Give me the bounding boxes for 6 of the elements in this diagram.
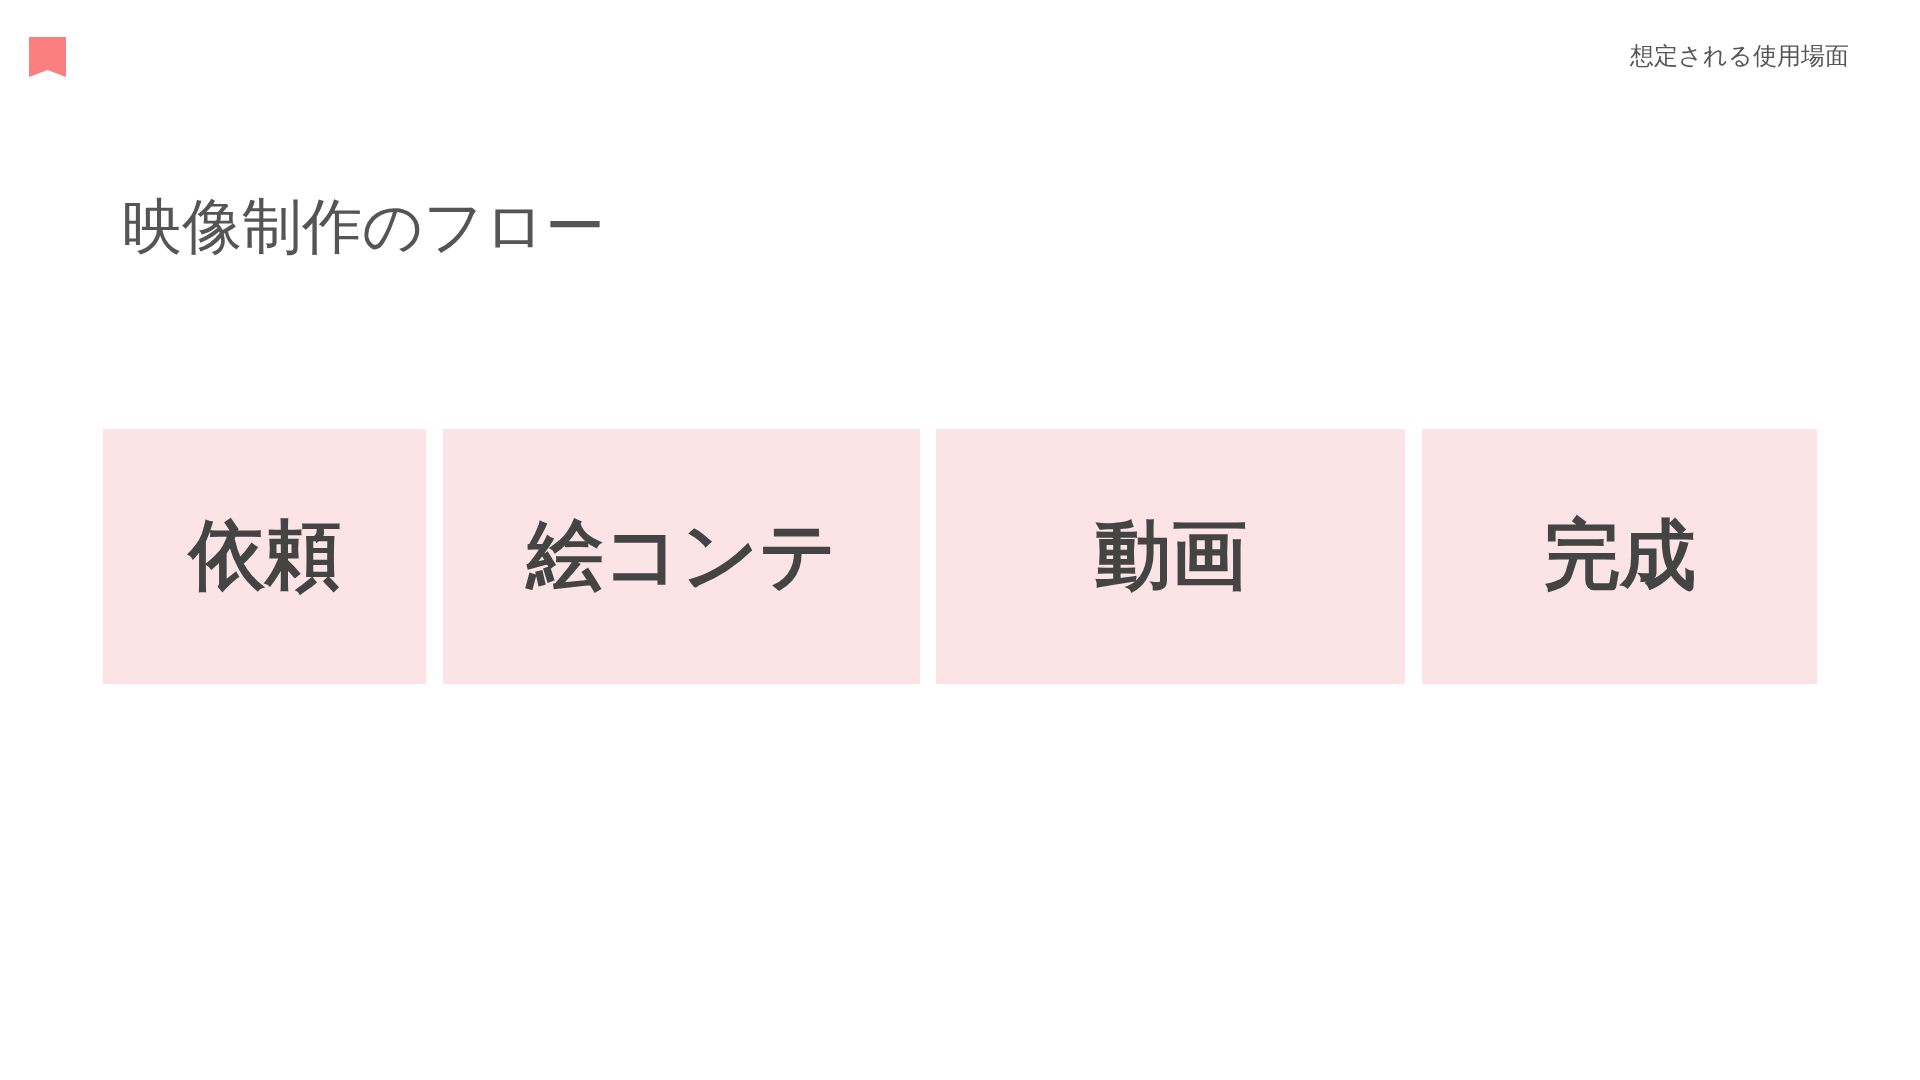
section-label: 想定される使用場面	[1630, 43, 1849, 70]
process-box: 絵コンテ	[443, 429, 920, 684]
title: 映像制作のフロー	[122, 196, 605, 256]
process-box: 完成	[1422, 429, 1817, 684]
process-box: 依頼	[103, 429, 426, 684]
process-box: 動画	[936, 429, 1405, 684]
